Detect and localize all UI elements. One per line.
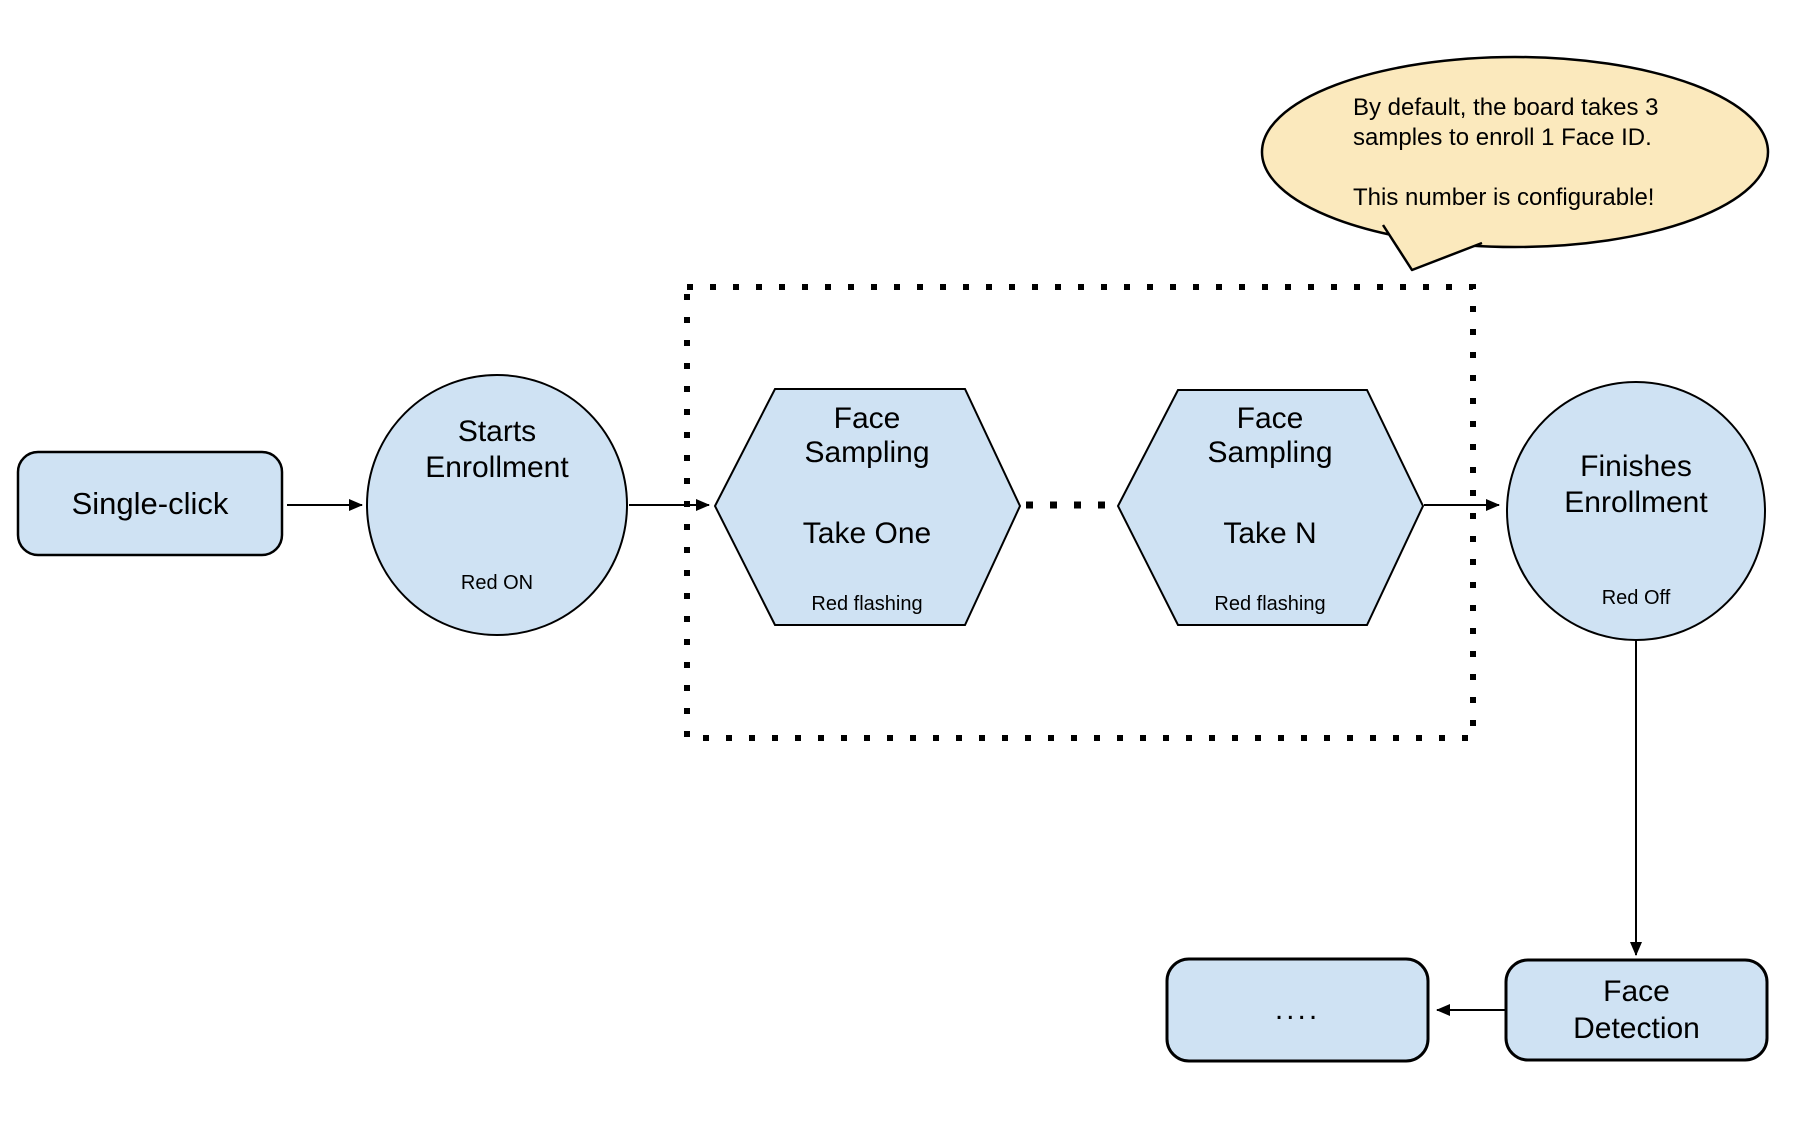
- finishes-enrollment-circle: [1506, 381, 1766, 641]
- finishes-enrollment-line1: Finishes: [1580, 450, 1692, 483]
- single-click-label: Single-click: [71, 485, 229, 521]
- face-detection-line1: Face: [1603, 975, 1670, 1008]
- face-detection-line2: Detection: [1573, 1012, 1700, 1045]
- callout-text: By default, the board takes 3 samples to…: [1353, 93, 1743, 213]
- face-sampling-first-line1: Face: [833, 402, 901, 435]
- starts-enrollment-circle: [366, 374, 628, 636]
- starts-enrollment-line1: Starts: [457, 415, 537, 448]
- face-sampling-first-step: Take One: [802, 517, 932, 550]
- face-detection-label: Face Detection: [1506, 960, 1767, 1060]
- face-sampling-first-label: Face Sampling: [747, 402, 987, 470]
- callout-line-2: samples to enroll 1 Face ID.: [1353, 124, 1652, 151]
- sampling-group-dotted-border: [684, 284, 1476, 741]
- face-detection-lines: Face Detection: [1573, 973, 1700, 1047]
- starts-enrollment-status: Red ON: [460, 572, 534, 594]
- face-sampling-last-step: Take N: [1223, 517, 1317, 550]
- face-sampling-last-line2: Sampling: [1207, 436, 1333, 469]
- face-sampling-first-status: Red flashing: [811, 593, 923, 615]
- starts-enrollment-label: Starts Enrollment: [377, 414, 617, 486]
- face-detection-shape: [1504, 958, 1769, 1062]
- continuation-label: ....: [1274, 993, 1321, 1026]
- face-sampling-last-line1: Face: [1236, 402, 1304, 435]
- callout-line-3: [1353, 153, 1743, 183]
- callout-line-1: By default, the board takes 3: [1353, 94, 1659, 121]
- continuation-shape: [1165, 957, 1430, 1063]
- face-sampling-last-status: Red flashing: [1214, 593, 1326, 615]
- single-click-shape: [16, 450, 284, 557]
- starts-enrollment-line2: Enrollment: [425, 451, 569, 484]
- finishes-enrollment-line2: Enrollment: [1564, 486, 1708, 519]
- face-sampling-first-line2: Sampling: [804, 436, 930, 469]
- finishes-enrollment-label: Finishes Enrollment: [1516, 449, 1756, 521]
- face-sampling-last-label: Face Sampling: [1150, 402, 1390, 470]
- face-sampling-first-hexagon: [713, 388, 1022, 626]
- callout-bubble: [1260, 55, 1770, 249]
- callout-line-4: This number is configurable!: [1353, 184, 1655, 211]
- finishes-enrollment-status: Red Off: [1601, 587, 1671, 609]
- callout-bubble-tail: [1381, 224, 1483, 272]
- face-sampling-last-hexagon: [1116, 389, 1425, 626]
